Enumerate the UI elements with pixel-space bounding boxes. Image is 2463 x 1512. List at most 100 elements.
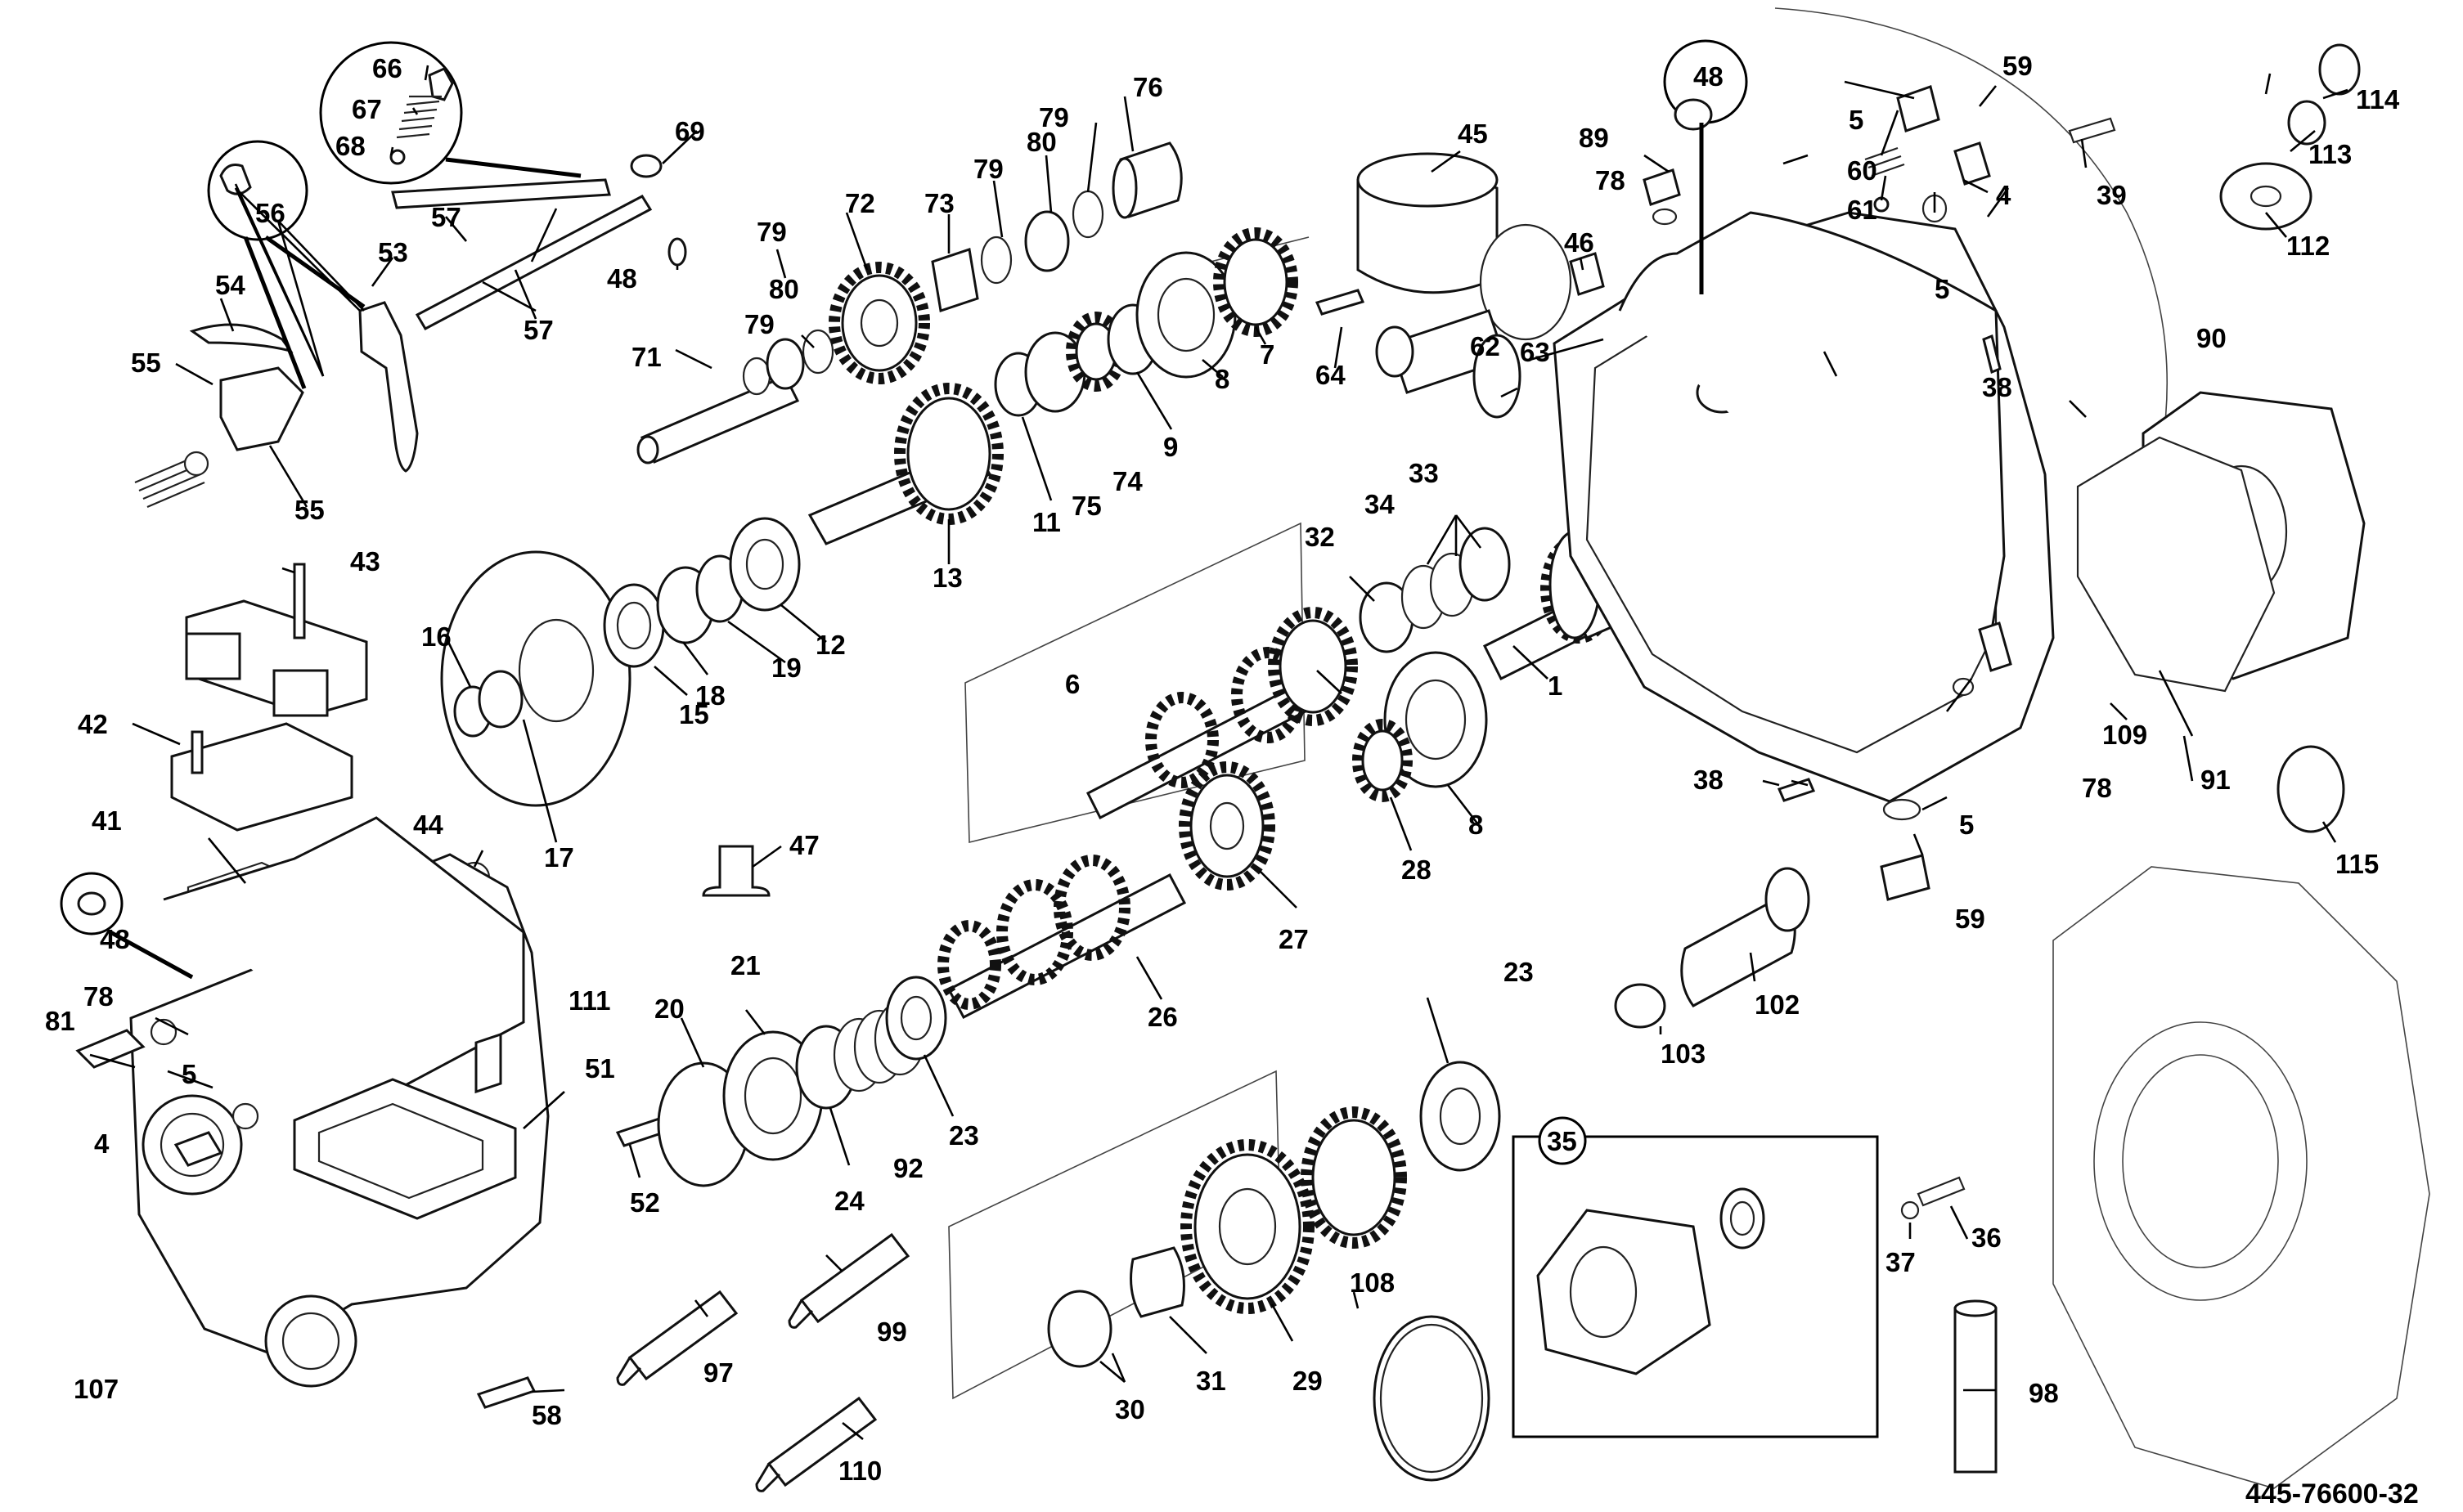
shaft-71 — [640, 375, 800, 464]
callout-91: 91 — [2200, 765, 2231, 795]
callout-103: 103 — [1661, 1039, 1706, 1069]
callout-37: 37 — [1885, 1247, 1916, 1277]
rear-cover — [1900, 866, 2430, 1489]
callout-109: 109 — [2102, 720, 2147, 750]
callout-74: 74 — [1112, 466, 1143, 496]
callout-13: 13 — [933, 563, 963, 593]
callout-labels: 1 4 4 5 5 5 5 6 7 8 8 9 11 12 13 15 16 1… — [45, 51, 2400, 1486]
diagram-reference-number: 445-76600-32 — [2245, 1478, 2419, 1510]
callout-19: 19 — [771, 653, 802, 683]
callout-89: 89 — [1579, 123, 1609, 153]
main-housing — [1553, 7, 2168, 901]
callout-78-left: 78 — [83, 981, 114, 1012]
cap-114 — [2318, 43, 2361, 96]
callout-61: 61 — [1847, 195, 1877, 225]
callout-24: 24 — [834, 1186, 865, 1216]
callout-53: 53 — [378, 237, 408, 267]
callout-66: 66 — [372, 53, 402, 83]
callout-38-bottom: 38 — [1693, 765, 1724, 795]
callout-110: 110 — [838, 1456, 882, 1486]
seal-113 — [2287, 100, 2326, 146]
callout-78-right: 78 — [2082, 773, 2112, 803]
callout-112: 112 — [2286, 231, 2330, 261]
manifold-plate-42 — [170, 722, 353, 832]
callout-41: 41 — [92, 805, 122, 836]
oring-45 — [1479, 223, 1572, 341]
callout-81: 81 — [45, 1006, 75, 1036]
bolt-58 — [476, 1376, 537, 1409]
washer-79-b — [802, 329, 834, 375]
bolt-64 — [1315, 289, 1365, 316]
callout-54: 54 — [215, 270, 245, 300]
gear-72 — [829, 262, 930, 384]
callout-36: 36 — [1971, 1223, 2002, 1253]
gear-28 — [1352, 719, 1413, 802]
callout-57-upper: 57 — [431, 202, 461, 232]
callout-97: 97 — [703, 1357, 734, 1388]
spring-55 — [134, 456, 205, 509]
washer-17 — [478, 670, 524, 729]
flange-housing-group — [2068, 43, 2366, 833]
solenoid-coil-b — [272, 669, 329, 717]
shift-fork-53 — [358, 301, 419, 473]
callout-17: 17 — [544, 842, 574, 873]
callout-30: 30 — [1115, 1394, 1145, 1425]
callout-45: 45 — [1458, 119, 1488, 149]
callout-34: 34 — [1364, 489, 1395, 519]
tube-110 — [755, 1396, 878, 1492]
fitting-109 — [1978, 621, 2012, 672]
plug-81 — [75, 1029, 146, 1069]
callout-16: 16 — [421, 621, 452, 652]
callout-99: 99 — [877, 1317, 907, 1347]
callout-18: 18 — [695, 680, 726, 711]
piston-group — [1614, 867, 1810, 1029]
callout-92: 92 — [893, 1153, 924, 1183]
spring-67 — [396, 95, 442, 139]
callout-9: 9 — [1163, 432, 1178, 462]
callout-108: 108 — [1350, 1267, 1395, 1298]
callout-48-left: 48 — [100, 924, 130, 954]
shift-arm-54 — [189, 323, 294, 353]
callout-42: 42 — [78, 709, 108, 739]
bearing-73 — [931, 248, 979, 312]
callout-59-top: 59 — [2002, 51, 2033, 81]
hub-8-lower-group — [1352, 651, 1488, 802]
bearing-80-b — [1024, 210, 1070, 272]
gear-7 — [1213, 227, 1298, 337]
callout-5-top1: 5 — [1849, 105, 1863, 135]
callout-79-b: 79 — [757, 217, 787, 247]
callout-71: 71 — [631, 342, 662, 372]
callout-79-c: 79 — [973, 154, 1004, 184]
callout-107: 107 — [74, 1374, 119, 1404]
front-housing-107 — [60, 816, 550, 1409]
callout-79-d: 79 — [1039, 102, 1069, 132]
callout-27: 27 — [1279, 924, 1309, 954]
shift-rail-57-lower — [415, 195, 653, 330]
callout-56: 56 — [255, 198, 285, 228]
callout-39: 39 — [2097, 180, 2127, 210]
callout-38-top: 38 — [1982, 372, 2012, 402]
washer-5-bottom — [1882, 798, 1921, 821]
callout-23-left: 23 — [949, 1120, 979, 1151]
callout-4-top: 4 — [1996, 180, 2011, 210]
callout-76: 76 — [1133, 72, 1163, 102]
callout-113: 113 — [2308, 139, 2352, 169]
callout-60: 60 — [1847, 155, 1877, 186]
cap-103 — [1614, 983, 1666, 1029]
callout-8-lower: 8 — [1468, 810, 1483, 840]
callout-6: 6 — [1065, 669, 1080, 699]
flange-63 — [1472, 334, 1521, 419]
bolt-39 — [2068, 117, 2116, 144]
callout-46: 46 — [1564, 227, 1594, 258]
callout-33: 33 — [1409, 458, 1439, 488]
washer-79-d — [1072, 190, 1104, 239]
fitting-4-left — [173, 1131, 223, 1167]
sleeve-31 — [1130, 1246, 1185, 1318]
callout-58: 58 — [532, 1400, 562, 1430]
solenoid-coil-a — [185, 632, 241, 680]
plug-59-bottom — [1880, 854, 1930, 901]
selector-55 — [219, 366, 304, 451]
mainshaft-stack — [636, 141, 1298, 545]
callout-72: 72 — [845, 188, 875, 218]
